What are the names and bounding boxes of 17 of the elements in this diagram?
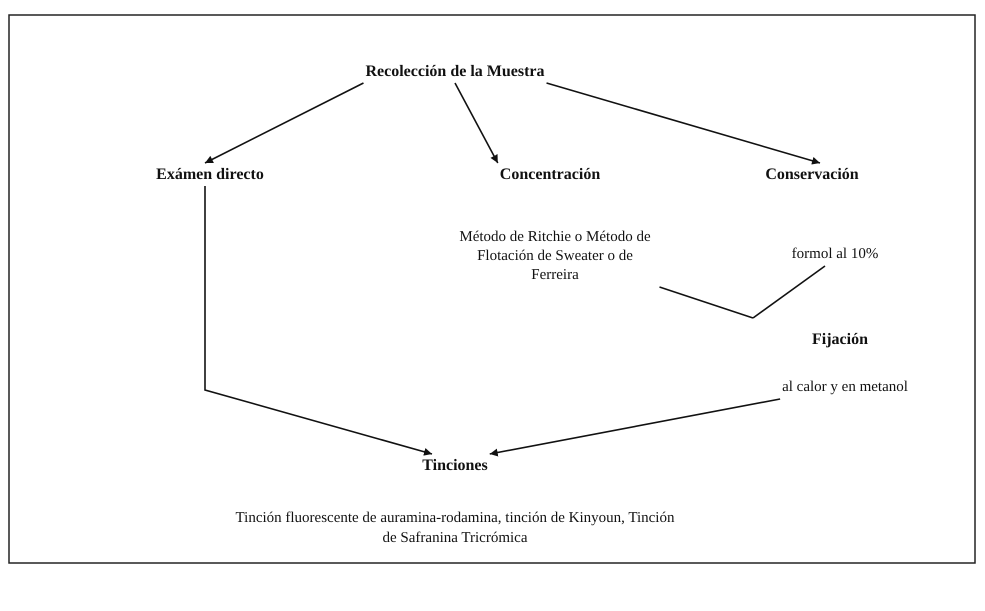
method-text: formol al 10% — [792, 245, 878, 264]
arrow — [490, 398, 780, 456]
arrow — [204, 82, 364, 164]
connector-line — [659, 286, 754, 319]
method-text: al calor y en metanol — [782, 378, 908, 397]
arrow — [204, 186, 432, 456]
arrow — [454, 82, 498, 164]
step-label: Conservación — [765, 165, 859, 184]
connector-line — [752, 265, 826, 319]
arrow — [546, 82, 820, 165]
step-label: Exámen directo — [156, 165, 264, 184]
step-label: Fijación — [812, 330, 868, 349]
method-text: Método de Ritchie o Método de Flotación de Sweater o de Ferreira — [458, 228, 652, 285]
step-label: Tinciones — [422, 456, 488, 475]
step-label: Concentración — [500, 165, 600, 184]
heading: Recolección de la Muestra — [365, 62, 545, 81]
note-text: Tinción fluorescente de auramina-rodamina, tinción de Kinyoun, Tinción de Safranina Tricrómica — [235, 509, 675, 548]
